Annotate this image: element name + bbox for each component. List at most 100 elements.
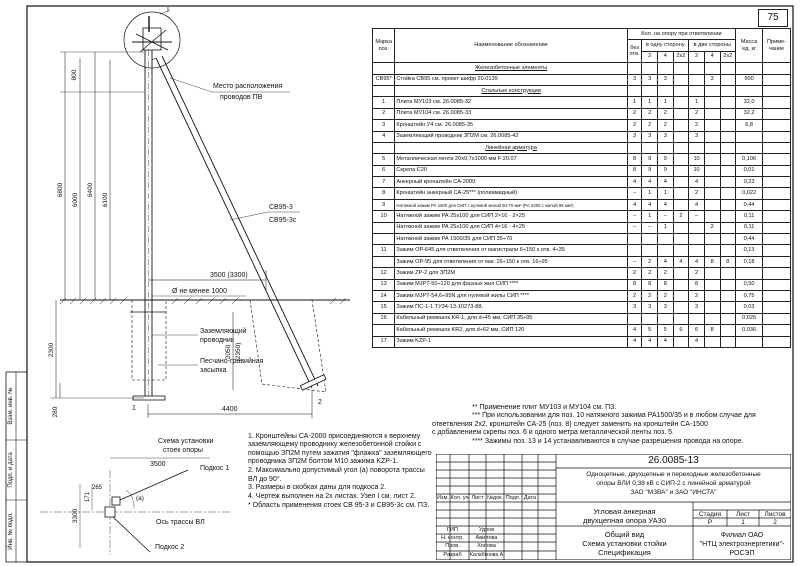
col-note: Приме-чание	[761, 27, 792, 64]
cell-q4: 2	[688, 187, 705, 200]
cell-q6	[719, 278, 737, 292]
cell-q1: 4	[641, 198, 658, 212]
lists-header: Листов	[764, 511, 786, 518]
cell-name: Натяжной зажим РА 1500/35 для СИП 35÷70	[394, 233, 628, 246]
cell-q4: 4	[688, 335, 705, 348]
cell-q0: 4	[626, 198, 643, 212]
col-podp: Подп.	[505, 495, 521, 501]
cell-q6	[719, 324, 737, 337]
cell-q4: 3	[688, 130, 705, 143]
cell-mass: 0,03	[735, 301, 763, 314]
role-gip: ГИП	[447, 527, 458, 533]
cell-name: Зажим ПС-1-1 ТУ34-13-10273-88.	[394, 301, 628, 314]
table-cell	[719, 141, 737, 155]
desc-line-1: Одноцепные, двухцепные и переходные желе…	[586, 471, 761, 478]
cell-note	[761, 301, 792, 314]
pole-label-1: СВ95-3	[269, 204, 293, 211]
scheme-dim-171: 171	[85, 491, 91, 502]
scheme-axis: Ось трассы ВЛ	[156, 519, 205, 526]
col-name: Наименование обозначение	[394, 27, 628, 64]
col-kol: Кол. уч	[450, 495, 469, 501]
cell-note	[761, 119, 792, 132]
col-no-branch: без отв.	[626, 39, 643, 64]
org-1: Филиал ОАО	[720, 532, 764, 539]
cell-mass	[735, 335, 763, 348]
cell-name: Плита МУ104 см. 26.0085-33	[394, 107, 628, 121]
cell-q2: 8	[656, 278, 674, 292]
cell-q3	[672, 289, 690, 303]
table-cell	[656, 84, 674, 98]
col-c2: 2	[641, 50, 658, 64]
cell-q2: 4	[656, 198, 674, 212]
table-cell	[703, 84, 721, 98]
sheet-frame	[26, 5, 794, 563]
cell-mark: 6	[371, 164, 396, 178]
title-block: 26.0085-13 Одноцепные, двухцепные и пере…	[436, 454, 791, 560]
list-value: 1	[741, 519, 745, 526]
pole-label-2: СВ95-3с	[269, 217, 297, 224]
note-item: 1. Кронштейны СА-2000 присоединяются к в…	[248, 433, 432, 466]
cell-name: Зажим ОР-645 для ответвления от магистра…	[394, 244, 628, 257]
cell-note	[761, 255, 792, 269]
cell-q2: 1	[656, 96, 674, 109]
footnote: ответвления 2х2, кронштейн СА-25 (поз. 8…	[432, 420, 708, 428]
cell-q1: 2	[641, 119, 658, 132]
cell-q6	[719, 73, 737, 86]
cell-name: Металлическая лента 20х0,7х1000 мм F 20.…	[394, 153, 628, 166]
table-cell	[371, 62, 396, 75]
table-cell	[703, 141, 721, 155]
cell-q2: 2	[656, 267, 674, 280]
cell-q5	[703, 130, 721, 143]
span-label: 3500 (3300)	[210, 272, 248, 279]
cell-q0: 3	[626, 301, 643, 314]
cell-mark: 13	[371, 278, 396, 292]
dim-800: 800	[71, 69, 78, 80]
col-doc: №док.	[486, 495, 504, 501]
cell-note	[761, 153, 792, 166]
cell-mass: 0,026	[735, 312, 763, 326]
cell-mass	[735, 267, 763, 280]
cell-q6	[719, 153, 737, 166]
cell-q6: 8	[719, 255, 737, 269]
cell-mass: 0,50	[735, 278, 763, 292]
place-label-1: Место расположения	[213, 83, 282, 90]
cell-name: Анкерный кронштейн СА-2000	[394, 176, 628, 189]
cell-mass: 0,44	[735, 198, 763, 212]
cell-q5: 2	[703, 221, 721, 235]
fill-label-1: Песчано-гравийная	[200, 357, 264, 365]
table-cell	[641, 84, 658, 98]
cell-mark: 14	[371, 289, 396, 303]
cell-q5	[703, 107, 721, 121]
table-cell	[688, 62, 705, 75]
org-3: РОСЭП	[729, 550, 755, 557]
cell-q4: 4	[688, 176, 705, 189]
cell-mark: 1	[371, 96, 396, 109]
cell-name: Стойка СВ95 см. проект шифр 20.0139	[394, 73, 628, 86]
cell-q4: 3	[688, 301, 705, 314]
stamp-sign-date: Подп. и дата	[8, 452, 14, 488]
cell-q0: 4	[626, 176, 643, 189]
cell-mass: 900	[735, 73, 763, 86]
cell-name: Кабельный ремешок KR-1, для d÷45 мм, СИП…	[394, 312, 628, 326]
cell-q3	[672, 187, 690, 200]
table-cell	[735, 84, 763, 98]
cell-q6	[719, 312, 737, 326]
installation-scheme	[40, 457, 230, 555]
cell-note	[761, 278, 792, 292]
table-cell	[371, 141, 396, 155]
cell-q2: 4	[656, 176, 674, 189]
cell-q2	[656, 233, 674, 246]
cell-q3	[672, 119, 690, 132]
list-header: Лист	[735, 511, 751, 518]
cell-mass: 6,8	[735, 119, 763, 132]
col-mark: Марка поз.	[371, 27, 396, 64]
cell-mark: 12	[371, 267, 396, 280]
col-c4b: 4	[703, 50, 721, 64]
cell-q0	[626, 233, 643, 246]
cell-q5: 3	[703, 73, 721, 86]
